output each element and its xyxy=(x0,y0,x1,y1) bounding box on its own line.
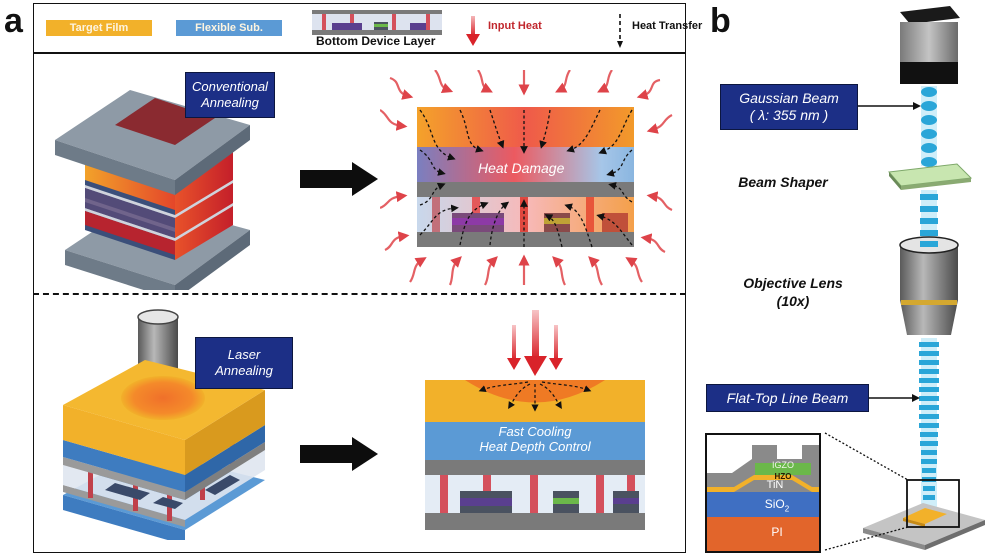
objective-lens-line1: Objective Lens xyxy=(743,275,843,291)
heat-damage-cross-section xyxy=(380,70,673,286)
flat-top-line-beam-label: Flat-Top Line Beam xyxy=(706,384,869,412)
legend-heat-transfer: Heat Transfer xyxy=(632,20,703,32)
conventional-label-line1: Conventional xyxy=(192,79,268,94)
gaussian-beam-label: Gaussian Beam ( λ: 355 nm ) xyxy=(720,84,858,130)
device-stack-inset: IGZO HZO TiN SiO2 PI xyxy=(705,433,821,553)
gaussian-beam-line1: Gaussian Beam xyxy=(739,90,839,106)
bottom-device-layer-icon xyxy=(312,10,442,35)
objective-lens-label: Objective Lens (10x) xyxy=(718,274,868,310)
tin-layer-label: TiN xyxy=(766,479,784,491)
laser-annealing-label: Laser Annealing xyxy=(195,337,293,389)
flat-top-pointer-arrow xyxy=(869,394,920,402)
panel-letter-b: b xyxy=(710,2,731,40)
sio2-subscript: 2 xyxy=(784,504,790,514)
process-arrow-bottom-icon xyxy=(300,437,378,471)
process-arrow-top-icon xyxy=(300,162,378,196)
legend: Target Film Flexible Sub. Bottom Device … xyxy=(33,3,702,53)
section-divider xyxy=(33,293,686,295)
pi-layer-label: PI xyxy=(771,525,783,539)
conventional-label-line2: Annealing xyxy=(201,95,259,110)
laser-label-line1: Laser xyxy=(227,347,261,362)
conventional-annealing-label: Conventional Annealing xyxy=(185,72,275,118)
inset-connector-lines xyxy=(824,432,909,551)
sio2-layer-label: SiO2 xyxy=(749,497,805,513)
gaussian-beam-pointer-arrow xyxy=(858,102,921,110)
gaussian-beam-line2: ( λ: 355 nm ) xyxy=(749,107,829,123)
heat-damage-label: Heat Damage xyxy=(478,160,565,176)
legend-target-film: Target Film xyxy=(46,20,152,36)
hzo-layer-label: HZO xyxy=(774,472,792,481)
conventional-annealing-device-3d xyxy=(55,90,250,290)
heat-depth-control-label: Heat Depth Control xyxy=(479,439,591,454)
sio2-text: SiO xyxy=(764,497,785,511)
panel-letter-a: a xyxy=(4,2,23,40)
beam-shaper-label: Beam Shaper xyxy=(738,174,828,190)
optical-setup-illustration xyxy=(863,6,985,550)
objective-lens-line2: (10x) xyxy=(776,293,810,309)
legend-input-heat: Input Heat xyxy=(488,20,542,32)
laser-cross-section xyxy=(425,310,645,530)
input-heat-arrow-icon xyxy=(466,16,480,46)
flat-top-line-beam-text: Flat-Top Line Beam xyxy=(726,390,849,406)
laser-label-line2: Annealing xyxy=(215,363,273,378)
igzo-layer-label: IGZO xyxy=(772,460,794,470)
heat-transfer-arrow-icon xyxy=(617,14,623,48)
laser-annealing-device-3d xyxy=(63,309,265,540)
laser-cross-section-label: Fast Cooling Heat Depth Control xyxy=(432,424,638,454)
device-stack-layers xyxy=(707,445,819,551)
legend-bottom-device-layer: Bottom Device Layer xyxy=(316,34,436,48)
legend-flexible-sub: Flexible Sub. xyxy=(176,20,282,36)
fast-cooling-label: Fast Cooling xyxy=(498,424,572,439)
